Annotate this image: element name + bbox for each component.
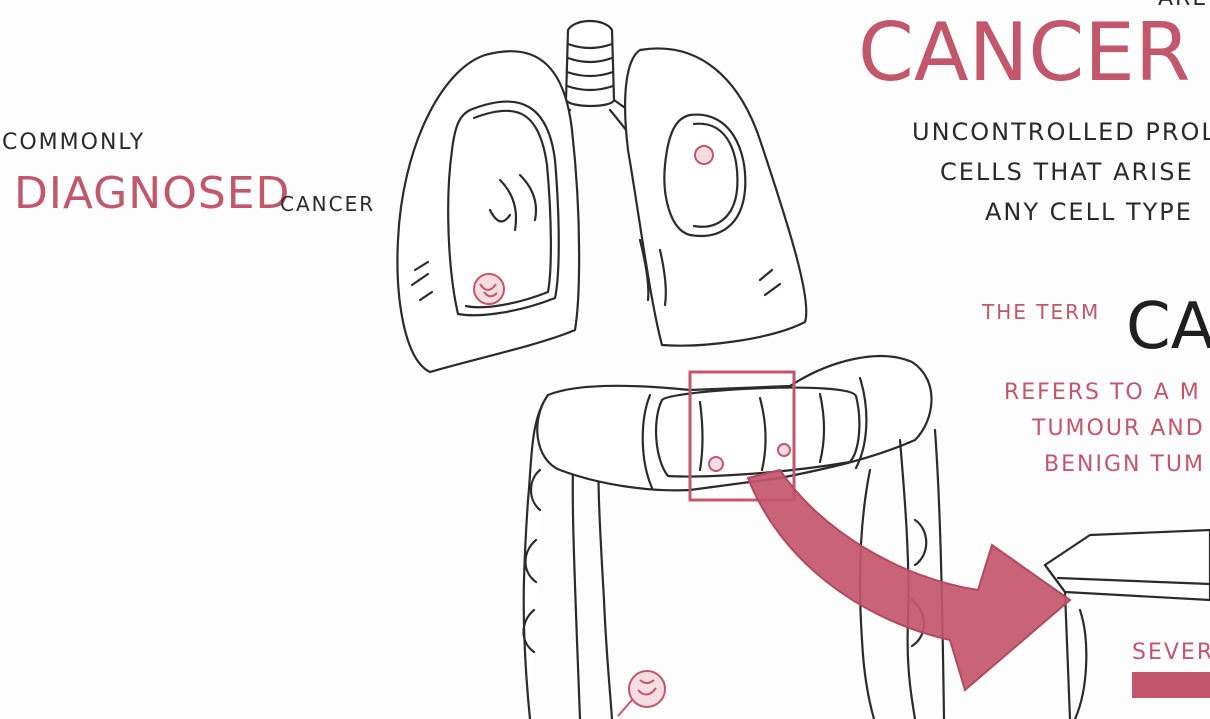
red-arrow — [746, 468, 1072, 692]
cancer-small-label: CANCER — [280, 192, 376, 216]
lung-tumour-right — [694, 145, 714, 165]
term-line-1: REFERS TO A M — [1004, 380, 1201, 405]
term-word: CA — [1126, 290, 1210, 364]
highlight-box — [688, 370, 796, 502]
definition-line-2: CELLS THAT ARISE — [940, 158, 1194, 186]
stage-box-label: SEVER — [1132, 640, 1210, 665]
left-lung — [396, 50, 581, 374]
diagnosed-label: DIAGNOSED — [14, 168, 291, 219]
commonly-label: COMMONLY — [2, 130, 146, 155]
right-lung — [624, 47, 808, 347]
term-prefix: THE TERM — [982, 300, 1101, 324]
stage-box — [1043, 528, 1210, 719]
colon-tumour-3 — [628, 670, 666, 708]
definition-line-3: ANY CELL TYPE — [985, 198, 1193, 226]
term-line-2: TUMOUR AND — [1032, 416, 1205, 441]
cancer-title: CANCER — [858, 6, 1191, 99]
definition-line-1: UNCONTROLLED PROLI — [912, 118, 1210, 146]
top-right-partial-text: ARE — [1158, 0, 1208, 11]
colon — [522, 355, 946, 719]
stage-bar — [1132, 672, 1210, 698]
colon-tumour-2 — [777, 443, 791, 457]
term-line-3: BENIGN TUM — [1044, 452, 1205, 477]
colon-tumour-1 — [708, 456, 724, 472]
